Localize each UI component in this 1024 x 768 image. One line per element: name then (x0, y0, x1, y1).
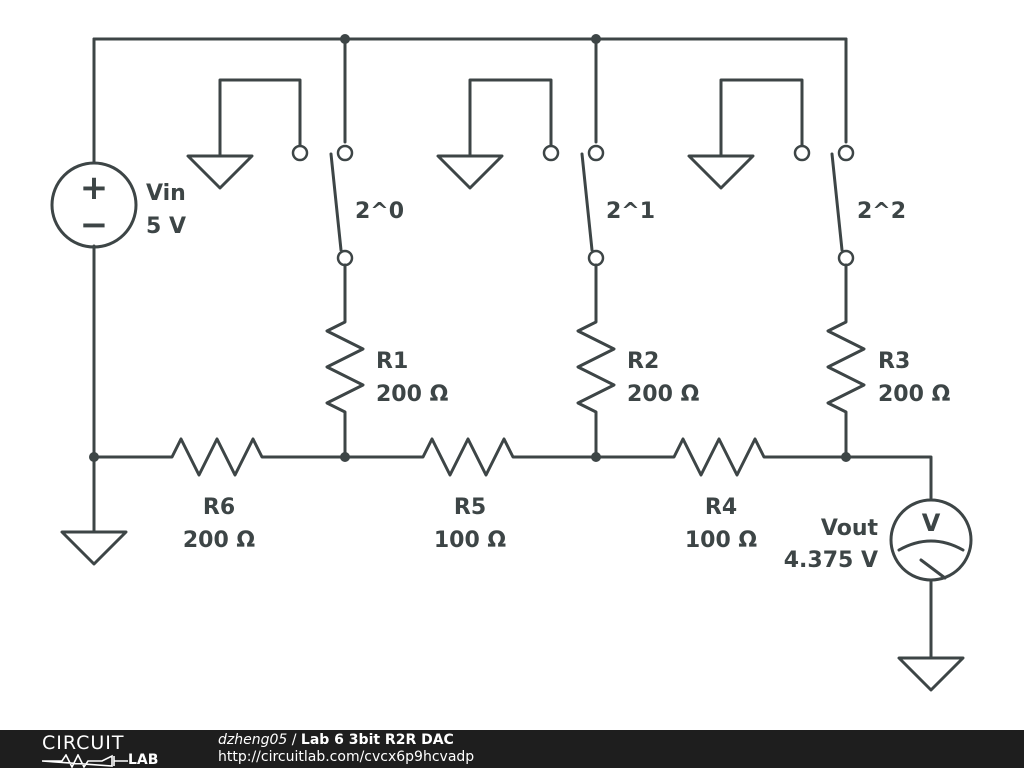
r4-value: 100 Ω (685, 528, 758, 553)
switch-3-terminal-common (837, 249, 855, 267)
junction-bottom-2 (591, 452, 601, 462)
circuit-schematic: + − Vin 5 V 2^0 R1 200 Ω 2^1 R2 200 Ω 2^… (50, 34, 973, 692)
junction-bottom-left (89, 452, 99, 462)
switch-1-terminal-common (336, 249, 354, 267)
switch-1-terminal-right (336, 144, 354, 162)
r4-name: R4 (705, 495, 737, 520)
switch-1-label: 2^0 (355, 199, 404, 224)
switch-3-blade (830, 152, 844, 252)
logo-resistor-icon (42, 754, 128, 768)
resistor-r6 (92, 437, 347, 477)
junction-top-2 (591, 34, 601, 44)
r3-value: 200 Ω (878, 382, 951, 407)
r3-name: R3 (878, 349, 910, 374)
ground-symbol-switch-2 (436, 154, 504, 190)
switch-3-terminal-left (793, 144, 811, 162)
r2-name: R2 (627, 349, 659, 374)
switch-3-terminal-right (837, 144, 855, 162)
author-link[interactable]: dzheng05 (218, 732, 288, 748)
switch-1-terminal-left (291, 144, 309, 162)
switch-1-ground-wire (218, 78, 302, 158)
r5-value: 100 Ω (434, 528, 507, 553)
r1-name: R1 (376, 349, 408, 374)
r6-value: 200 Ω (183, 528, 256, 553)
circuitlab-logo[interactable]: CIRCUIT LAB (42, 732, 182, 768)
logo-text-bottom: LAB (128, 752, 159, 768)
source-plus-sign: + (80, 168, 109, 208)
switch-1-blade (329, 152, 343, 252)
logo-text-top: CIRCUIT (42, 732, 125, 754)
voltmeter-scale-arc (897, 539, 965, 552)
switch-3-label: 2^2 (857, 199, 906, 224)
resistor-r1 (325, 263, 365, 459)
circuit-title: Lab 6 3bit R2R DAC (300, 732, 454, 748)
vin-value: 5 V (146, 214, 186, 239)
footer-title-line: dzheng05 / Lab 6 3bit R2R DAC (218, 732, 454, 748)
ground-symbol-switch-3 (687, 154, 755, 190)
r5-name: R5 (454, 495, 486, 520)
r2-value: 200 Ω (627, 382, 700, 407)
resistor-r2 (576, 263, 616, 459)
switch-3-ground-wire (719, 78, 804, 158)
resistor-r5 (343, 437, 598, 477)
resistor-r4 (594, 437, 848, 477)
voltmeter: V (889, 498, 973, 582)
title-separator: / (287, 732, 301, 748)
source-minus-sign: − (80, 205, 109, 245)
ground-symbol-left (60, 530, 128, 566)
ground-symbol-meter (897, 656, 965, 692)
junction-top-1 (340, 34, 350, 44)
vin-label: Vin (146, 181, 186, 206)
voltmeter-needle (919, 558, 947, 580)
voltmeter-symbol: V (922, 509, 941, 537)
vout-label: Vout (821, 516, 879, 541)
circuit-url-link[interactable]: http://circuitlab.com/cvcx6p9hcvadp (218, 749, 475, 765)
footer-bar: CIRCUIT LAB dzheng05 / Lab 6 3bit R2R DA… (0, 730, 1024, 768)
junction-bottom-1 (340, 452, 350, 462)
switch-2-ground-wire (468, 78, 553, 158)
switch-2-terminal-left (542, 144, 560, 162)
switch-2-terminal-common (587, 249, 605, 267)
resistor-r3 (826, 263, 866, 459)
switch-2-blade (580, 152, 594, 252)
vout-value: 4.375 V (784, 548, 878, 573)
r6-name: R6 (203, 495, 235, 520)
output-wire (844, 455, 933, 500)
r1-value: 200 Ω (376, 382, 449, 407)
junction-bottom-3 (841, 452, 851, 462)
switch-2-terminal-right (587, 144, 605, 162)
switch-2-label: 2^1 (606, 199, 655, 224)
voltage-source-vin: + − (50, 161, 138, 249)
ground-symbol-switch-1 (186, 154, 254, 190)
